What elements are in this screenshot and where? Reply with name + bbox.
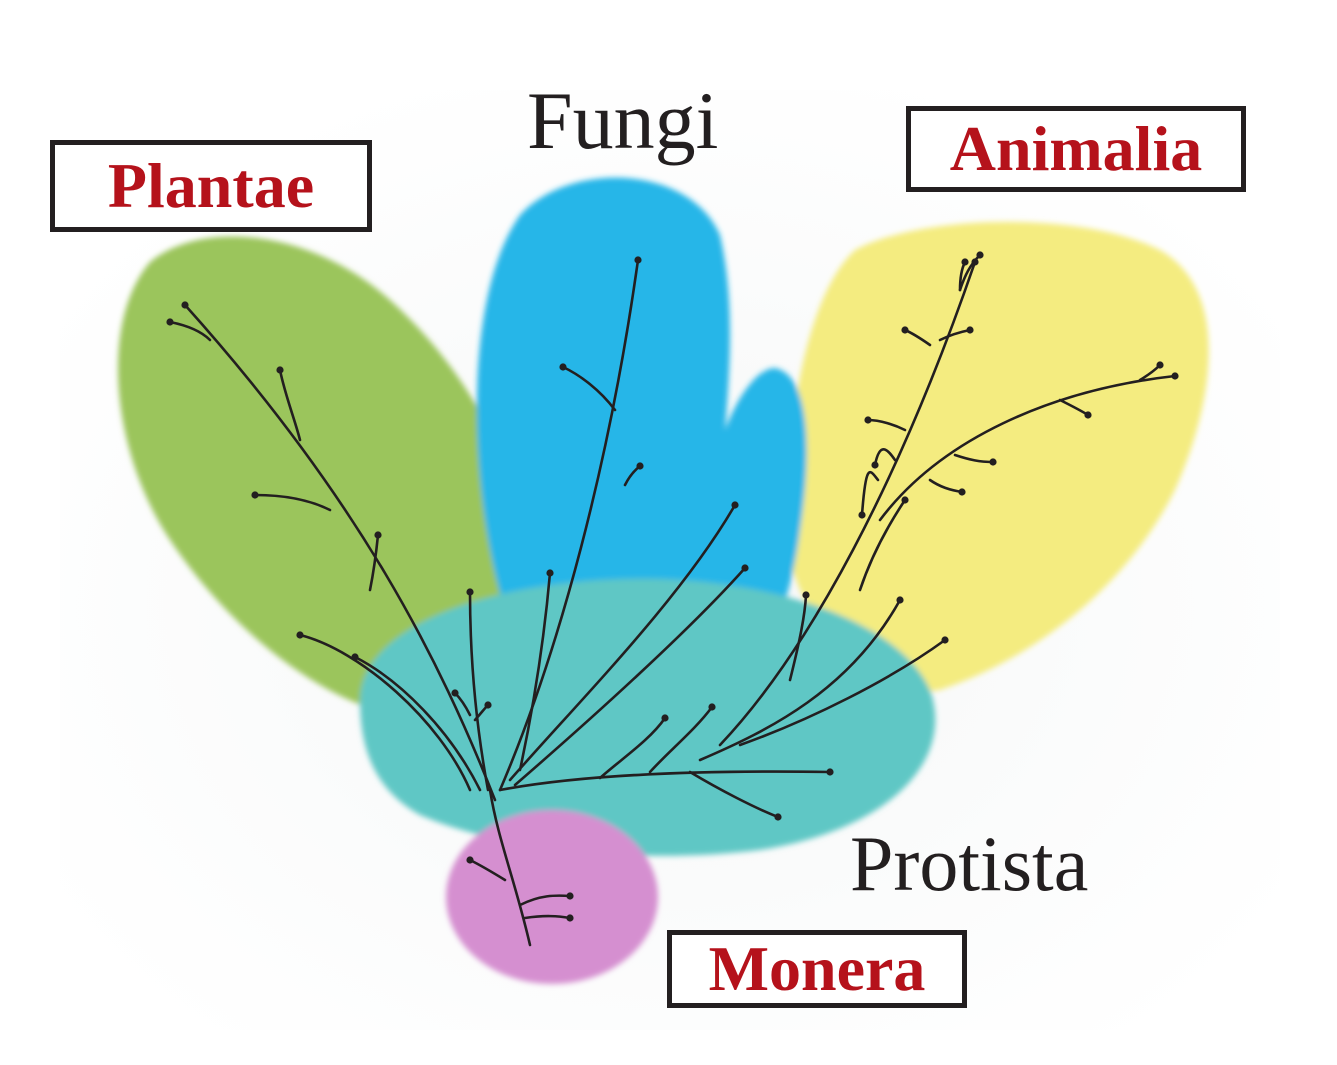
plantae-branch [168, 320, 212, 342]
branch-tip-dot [858, 511, 866, 519]
branch-tip-dot [741, 564, 749, 572]
branch-tip-dot [731, 501, 739, 509]
branch-tips [166, 251, 1179, 922]
plantae-branch [353, 655, 482, 792]
branch-tip-dot [466, 856, 474, 864]
branch-tip-dot [896, 596, 904, 604]
animalia-branch [860, 471, 880, 517]
protista-branch [498, 770, 832, 792]
animalia-branch [858, 498, 907, 592]
branch-tip-dot [971, 258, 979, 266]
region-protista [360, 578, 936, 856]
branch-tip-dot [181, 301, 189, 309]
animalia-branch [788, 593, 808, 682]
animalia-stem [718, 260, 977, 747]
branch-tip-dot [661, 714, 669, 722]
branch-tip-dot [958, 488, 966, 496]
branch-tip-dot [276, 366, 284, 374]
branch-tip-dot [1084, 411, 1092, 419]
fungi-stem [498, 258, 640, 792]
fungi-branch [513, 566, 747, 787]
fungi-label: Fungi [527, 75, 719, 166]
branch-tip-dot [546, 569, 554, 577]
branch-tip-dot [484, 701, 492, 709]
branch-tip-dot [636, 462, 644, 470]
branch-tip-dot [559, 363, 567, 371]
plantae-branch [298, 633, 472, 792]
branch-tip-dot [451, 689, 459, 697]
branch-tip-dot [901, 496, 909, 504]
branch-tip-dot [976, 251, 984, 259]
plantae-stem [183, 303, 497, 802]
branch-tip-dot [961, 258, 969, 266]
animalia-label-box: Animalia [906, 106, 1246, 192]
branch-tip-dot [466, 588, 474, 596]
monera-label-box: Monera [667, 930, 967, 1008]
plantae-label: Plantae [107, 150, 315, 221]
plantae-label-box: Plantae [50, 140, 372, 232]
region-plantae [117, 236, 531, 715]
protista-branch [688, 770, 780, 819]
plantae-branch [278, 368, 302, 442]
branch-tip-dot [802, 591, 810, 599]
branch-tip-dot [374, 531, 382, 539]
region-animalia [787, 221, 1209, 692]
phylogenetic-tree [168, 253, 1177, 947]
branch-tip-dot [966, 326, 974, 334]
branch-tip-dot [826, 768, 834, 776]
branch-tip-dot [566, 892, 574, 900]
branch-tip-dot [166, 318, 174, 326]
fungi-branch [561, 365, 617, 412]
branch-tip-dot [1156, 361, 1164, 369]
protista-branch [698, 598, 902, 762]
branch-tip-dot [634, 256, 642, 264]
fungi-branch [508, 503, 737, 782]
plantae-branch [468, 590, 490, 792]
branch-tip-dot [296, 631, 304, 639]
protista-branch [738, 638, 947, 747]
protista-label: Protista [850, 820, 1089, 907]
animalia-branch [873, 448, 897, 467]
branch-tip-dot [864, 416, 872, 424]
plantae-branch [253, 493, 332, 512]
tree-trunk [488, 788, 532, 947]
branch-tip-dot [989, 458, 997, 466]
branch-tip-dot [941, 636, 949, 644]
branch-tip-dot [251, 491, 259, 499]
branch-tip-dot [901, 326, 909, 334]
branch-tip-dot [566, 914, 574, 922]
branch-tip-dot [871, 461, 879, 469]
protista-branch [598, 716, 667, 780]
branch-tip-dot [351, 653, 359, 661]
branch-tip-dot [1171, 372, 1179, 380]
region-fungi [476, 177, 807, 620]
monera-branch [518, 894, 572, 907]
branch-tip-dot [708, 703, 716, 711]
fungi-branch [518, 571, 552, 772]
animalia-side-stem [878, 374, 1177, 522]
monera-label: Monera [708, 933, 926, 1004]
animalia-label: Animalia [949, 113, 1203, 184]
branch-tip-dot [774, 813, 782, 821]
protista-branch [648, 705, 714, 774]
plantae-branch [368, 533, 380, 592]
